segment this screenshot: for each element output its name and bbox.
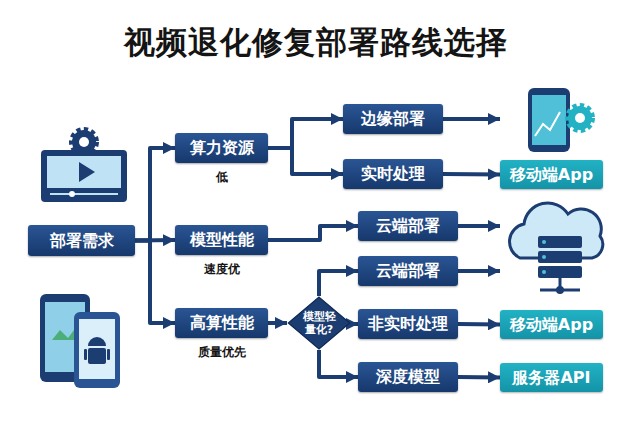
process-box: 深度模型: [358, 362, 458, 392]
android-arm: [84, 349, 87, 360]
connector-arrow: [458, 322, 500, 327]
server-unit: [538, 251, 582, 263]
node-label: 部署需求: [50, 232, 114, 250]
node-label: 非实时处理: [368, 315, 448, 333]
connector-arrow: [268, 148, 343, 174]
connector-arrow: [458, 375, 500, 380]
server-light: [542, 270, 546, 274]
phone-screen: [79, 319, 115, 379]
chart-line: [535, 112, 560, 136]
node-label: 实时处理: [361, 165, 425, 183]
output-box: 服务器API: [500, 363, 603, 392]
leader-arrow: [458, 224, 500, 228]
monitor-screen: [47, 156, 121, 188]
node-note: 质量优先: [155, 344, 288, 361]
node-label: 移动端App: [510, 166, 593, 184]
node-label: 模型轻量化?: [301, 310, 337, 336]
process-box: 云端部署: [358, 211, 458, 241]
phone-screen: [532, 95, 566, 145]
progress-knob: [69, 191, 75, 197]
process-box: 模型性能速度优: [175, 225, 268, 255]
android-arm: [107, 349, 110, 360]
play-symbol: [79, 162, 95, 182]
process-box: 高算性能质量优先: [175, 308, 268, 338]
diagram-title: 视频退化修复部署路线选择: [0, 22, 632, 64]
diamond-shape: [288, 297, 349, 349]
leader-arrow: [458, 269, 500, 273]
node-label: 云端部署: [376, 262, 440, 280]
phone-body: [74, 312, 120, 388]
node-label: 深度模型: [376, 368, 440, 386]
connector-layer: [135, 119, 500, 378]
process-box: 部署需求: [28, 225, 135, 256]
gear-hole: [79, 137, 89, 147]
connector-arrow: [443, 172, 500, 177]
node-note: 低: [155, 169, 288, 186]
connector-arrow: [351, 322, 358, 326]
node-label: 边缘部署: [361, 110, 425, 128]
video-icon: [41, 130, 127, 202]
phones-icon: [40, 294, 120, 388]
cloud-icon: [510, 203, 603, 294]
server-light: [542, 240, 546, 244]
server-unit: [538, 266, 582, 278]
connector-arrow: [268, 321, 287, 325]
connector-arrow: [319, 350, 358, 377]
decision-diamond: 模型轻量化?: [287, 296, 351, 350]
output-box: 移动端App: [500, 160, 603, 189]
process-box: 边缘部署: [343, 104, 443, 134]
node-note: 速度优: [155, 261, 288, 278]
node-label: 云端部署: [376, 217, 440, 235]
gear: [568, 106, 592, 130]
node-label: 算力资源: [190, 139, 254, 157]
node-label: 高算性能: [190, 314, 254, 332]
node-label: 移动端App: [510, 316, 593, 334]
node-label: 服务器API: [512, 369, 590, 387]
leader-arrow: [443, 117, 500, 121]
server-unit: [538, 236, 582, 248]
process-box: 云端部署: [358, 256, 458, 286]
server-node: [556, 286, 564, 294]
android-body: [88, 348, 106, 364]
connector-arrow: [319, 271, 358, 296]
connector-arrow: [268, 119, 343, 148]
process-box: 非实时处理: [358, 309, 458, 339]
connector-arrow: [268, 226, 358, 240]
cloud-shape: [510, 203, 603, 258]
edge-device-icon: [528, 88, 592, 152]
node-label: 模型性能: [190, 231, 254, 249]
monitor: [41, 150, 127, 202]
process-box: 实时处理: [343, 159, 443, 189]
progress-bar: [50, 193, 118, 195]
phone-body: [528, 88, 570, 152]
connector-arrow: [135, 148, 175, 241]
output-box: 移动端App: [500, 310, 603, 339]
connector-arrow: [135, 241, 175, 324]
android-head: [88, 337, 106, 346]
server-light: [542, 255, 546, 259]
process-box: 算力资源低: [175, 133, 268, 163]
gear-hole: [575, 113, 585, 123]
